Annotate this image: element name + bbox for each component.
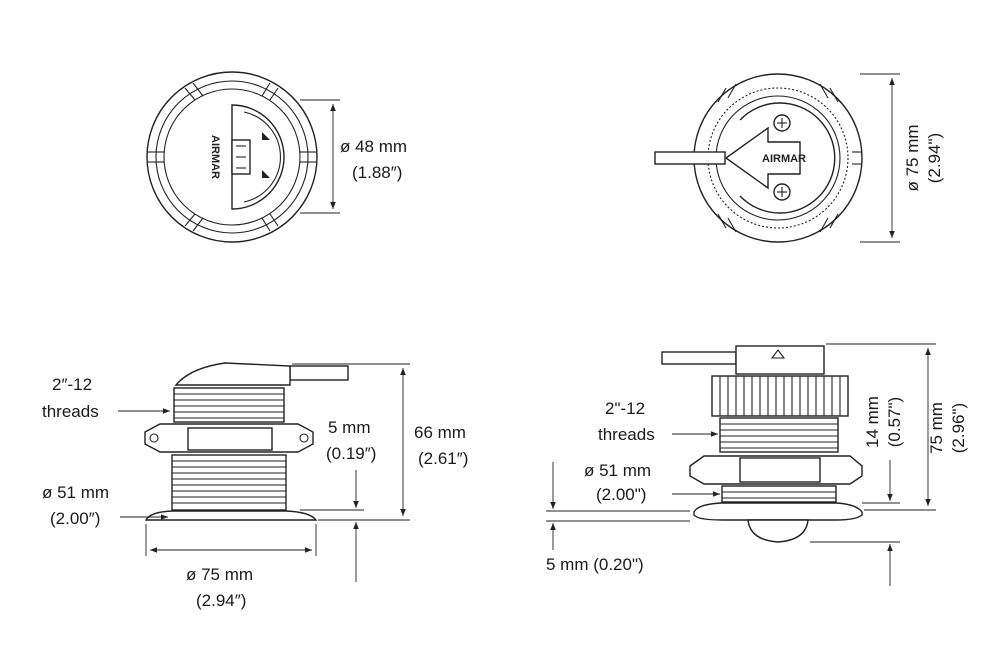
br-stem-mm: 14 mm xyxy=(863,396,882,448)
bl-flange-h-in: (0.19″) xyxy=(326,444,376,463)
br-height-in: (2.96") xyxy=(949,403,968,453)
br-shaft-in: (2.00") xyxy=(596,485,646,504)
top-left-view: AIRMAR ø 48 mm (1.88″) xyxy=(146,71,407,243)
bl-shaft-mm: ø 51 mm xyxy=(42,483,109,502)
bl-threads-line2: threads xyxy=(42,402,99,421)
br-height-mm: 75 mm xyxy=(927,402,946,454)
br-shaft-mm: ø 51 mm xyxy=(584,461,651,480)
brand-label-top-left: AIRMAR xyxy=(209,135,221,179)
bl-flange-in: (2.94″) xyxy=(196,591,246,610)
bl-flange-h-mm: 5 mm xyxy=(328,418,371,437)
br-threads-line2: threads xyxy=(598,425,655,444)
br-threads-line1: 2"-12 xyxy=(605,399,645,418)
bottom-right-view: 2"-12 threads ø 51 mm (2.00") 5 mm (0.20… xyxy=(546,343,968,586)
bl-shaft-in: (2.00″) xyxy=(50,509,100,528)
top-left-diameter-mm: ø 48 mm xyxy=(340,137,407,156)
bl-threads-line1: 2″-12 xyxy=(52,375,92,394)
top-left-diameter-in: (1.88″) xyxy=(352,163,402,182)
br-flange-h: 5 mm (0.20") xyxy=(546,555,644,574)
bl-height-mm: 66 mm xyxy=(414,423,466,442)
bottom-left-view: 2″-12 threads ø 51 mm (2.00″) ø 75 mm (2… xyxy=(42,362,468,610)
brand-label-top-right: AIRMAR xyxy=(762,153,806,165)
bl-height-in: (2.61″) xyxy=(418,449,468,468)
top-right-diameter-in: (2.94") xyxy=(925,133,944,183)
top-right-view: AIRMAR ø 75 mm (2.94") xyxy=(654,73,944,243)
br-stem-in: (0.57") xyxy=(885,397,904,447)
top-right-diameter-mm: ø 75 mm xyxy=(903,124,922,191)
bl-flange-mm: ø 75 mm xyxy=(186,565,253,584)
